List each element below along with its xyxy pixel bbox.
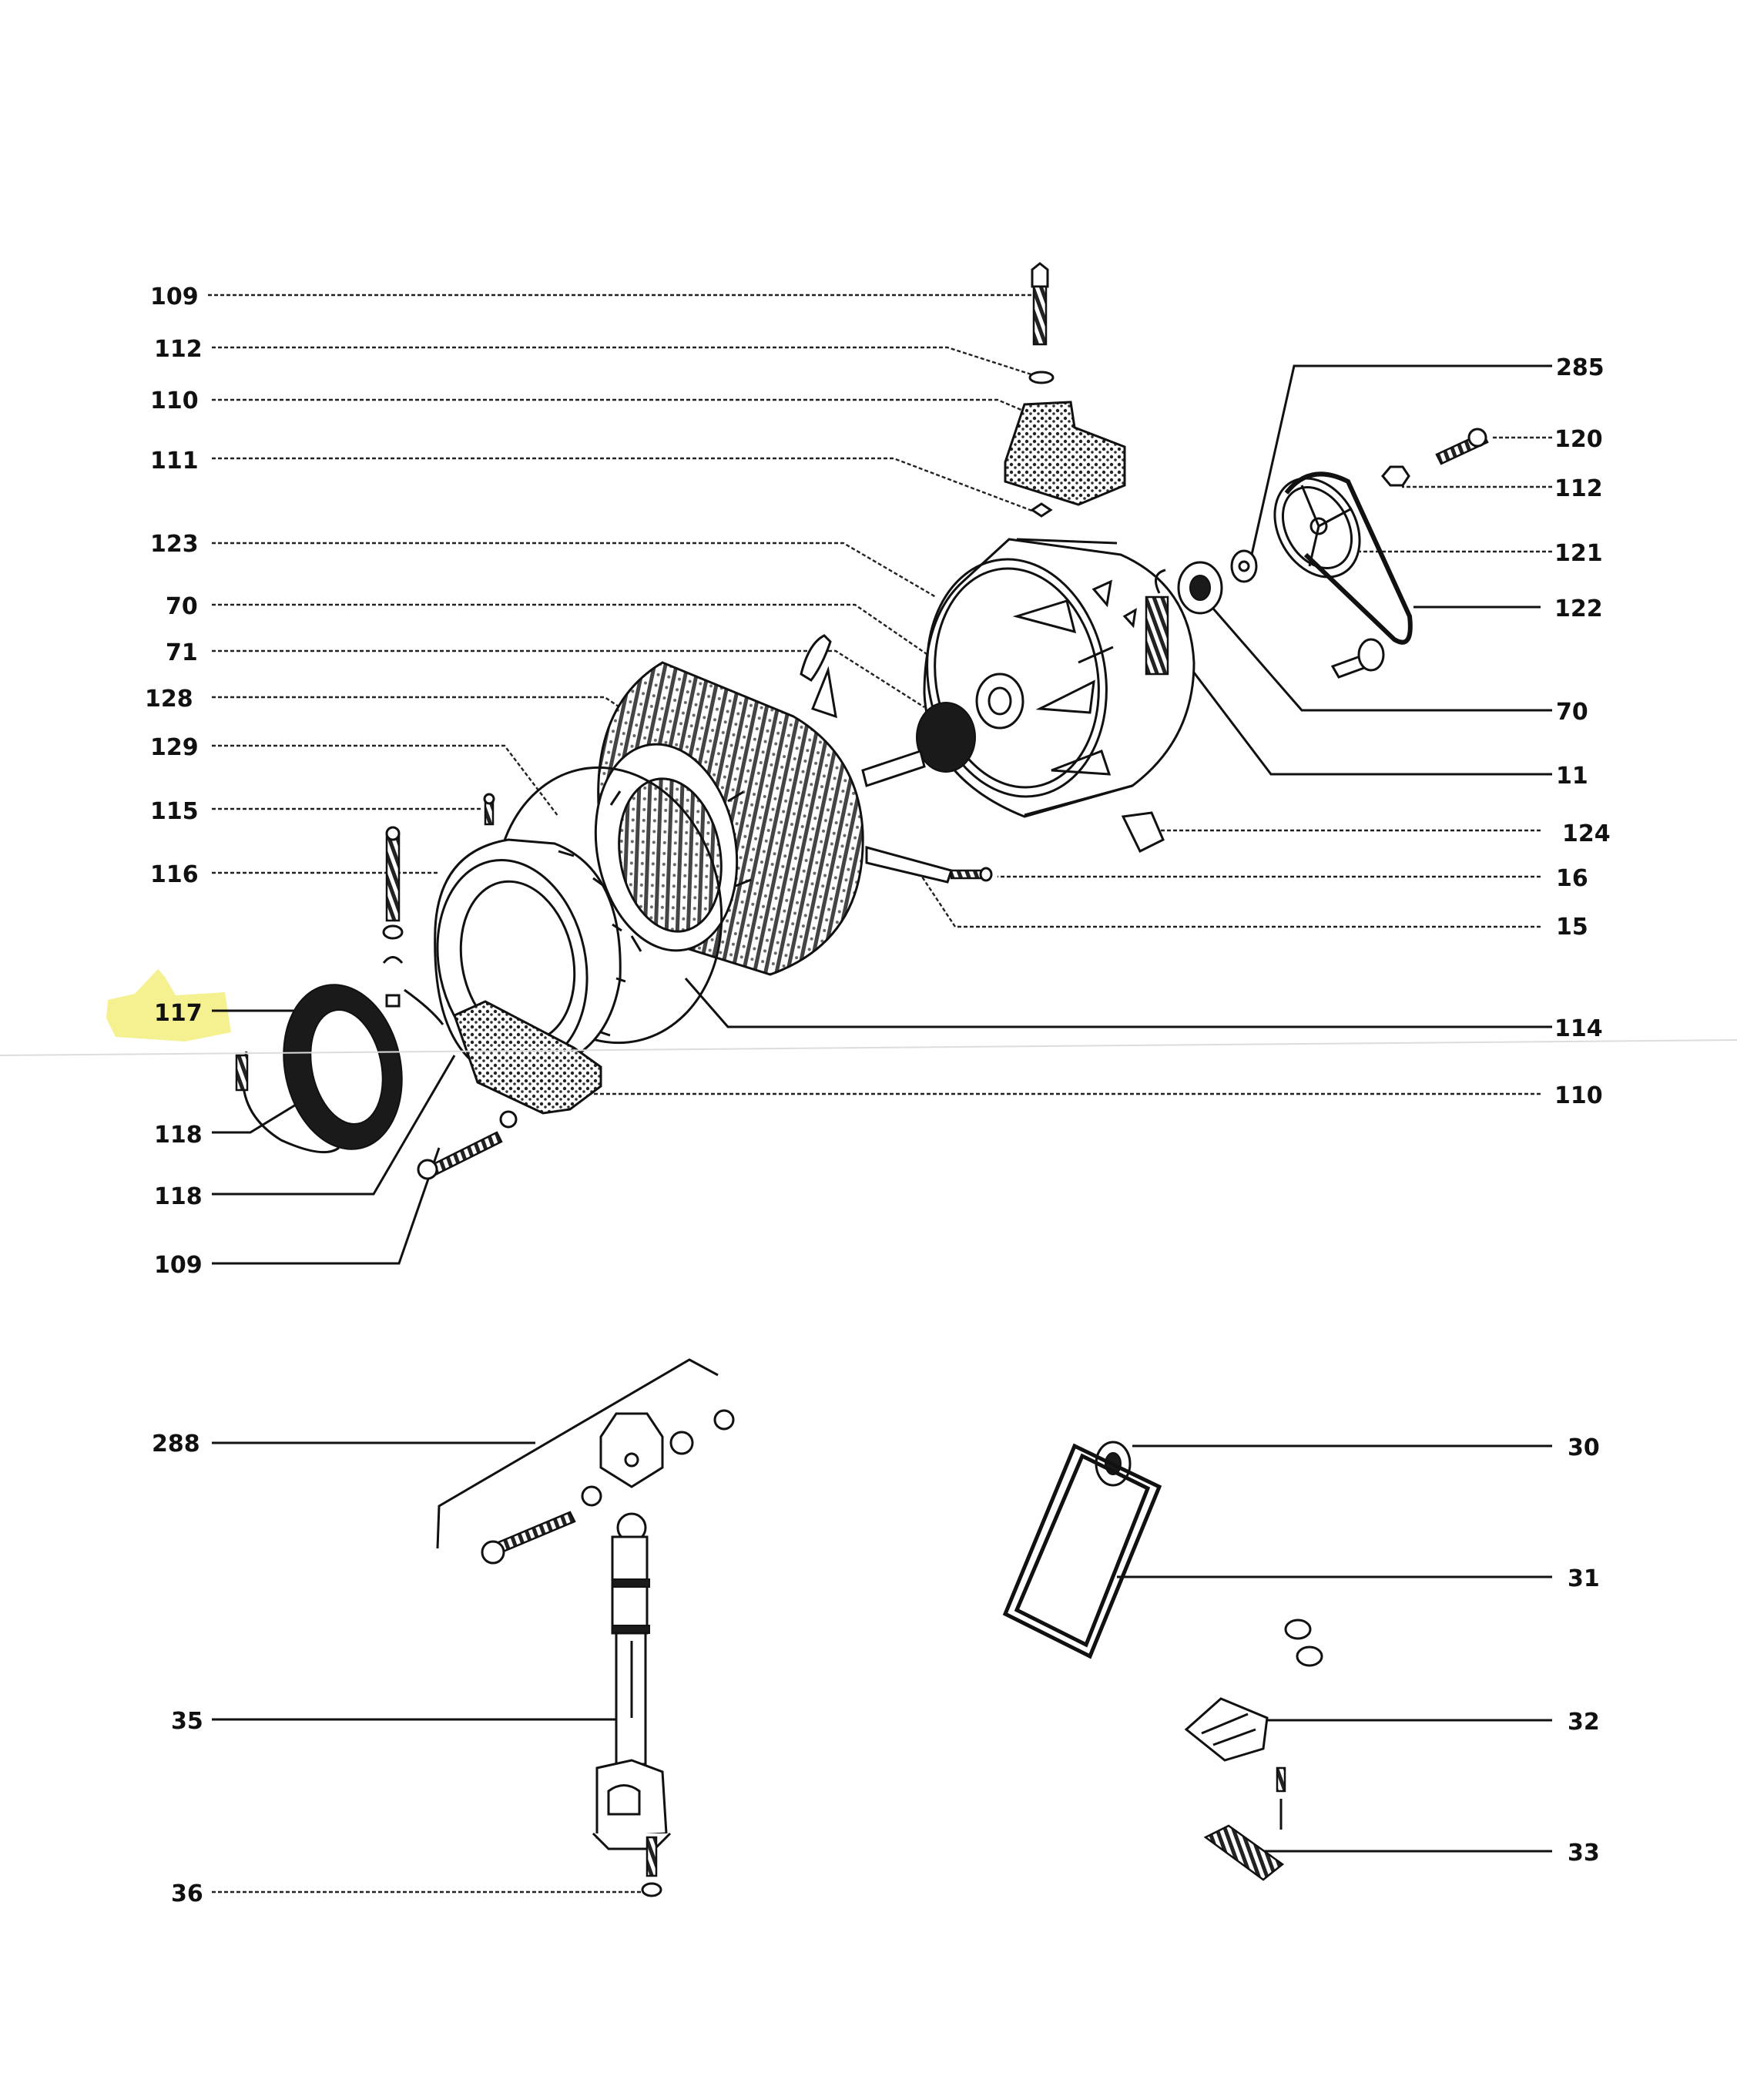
callout-32: 32	[1568, 1709, 1600, 1736]
screw-36	[641, 1836, 662, 1897]
wire-clamp-118	[404, 988, 444, 1025]
bolt-116	[382, 826, 404, 1008]
drum-128	[594, 661, 864, 976]
highlighter-mark	[106, 969, 231, 1042]
callout-71: 71	[166, 639, 198, 666]
callout-109-top: 109	[150, 283, 199, 310]
callout-118-b: 118	[154, 1183, 203, 1210]
belt-122	[1284, 471, 1413, 645]
screw-16	[950, 867, 993, 882]
callout-33: 33	[1568, 1840, 1600, 1867]
bolt-109-top	[1031, 262, 1049, 346]
pulley-121	[1273, 477, 1361, 579]
callout-111: 111	[150, 448, 199, 475]
callout-122: 122	[1554, 595, 1603, 622]
bracket-124	[1121, 811, 1165, 854]
callout-15: 15	[1556, 914, 1588, 941]
spring-11	[1145, 569, 1169, 676]
spring-33	[1203, 1824, 1285, 1881]
callout-110-top: 110	[150, 387, 199, 414]
washer-112-top	[1028, 371, 1055, 384]
callout-118-a: 118	[154, 1122, 203, 1149]
callout-115: 115	[150, 798, 199, 825]
callout-labels: 109 112 110 111 123 70 71 128 129 115 11…	[145, 283, 1611, 1907]
nuts-pair	[1284, 1619, 1323, 1667]
counterweight-110-top	[1004, 401, 1126, 506]
callout-116: 116	[150, 861, 199, 888]
callout-11: 11	[1556, 763, 1588, 790]
bearing-70-right	[1177, 561, 1223, 615]
callout-124: 124	[1562, 820, 1611, 847]
bolt-288	[481, 1511, 576, 1565]
counterweight-110-bottom	[453, 1000, 602, 1115]
bracket-32	[1184, 1697, 1286, 1830]
callout-16: 16	[1556, 865, 1588, 892]
scan-crease	[0, 1039, 1737, 1056]
bolt-120	[1435, 428, 1489, 465]
nut-112-right	[1381, 465, 1410, 487]
callout-117: 117	[154, 1000, 203, 1027]
seal-71	[916, 702, 976, 773]
weight-frame-31	[1002, 1443, 1162, 1659]
bolt-109-bottom	[417, 1110, 518, 1180]
callout-114: 114	[1554, 1015, 1603, 1042]
drum-spider	[800, 634, 953, 884]
shock-bracket-288	[581, 1409, 735, 1507]
callout-110-bottom: 110	[1554, 1082, 1603, 1109]
callout-35: 35	[171, 1708, 203, 1735]
callout-112-top: 112	[154, 336, 203, 363]
callout-288: 288	[152, 1431, 200, 1458]
callout-112-right: 112	[1554, 475, 1603, 502]
callout-128: 128	[145, 686, 193, 713]
door-seal-117	[283, 984, 403, 1150]
shock-absorber-35	[592, 1512, 672, 1850]
leader-lines-right	[212, 364, 1552, 1894]
flange-285	[1230, 549, 1258, 583]
callout-285: 285	[1556, 354, 1605, 381]
callout-109-bottom: 109	[154, 1252, 203, 1279]
washer-111	[1030, 502, 1053, 518]
callout-70-right: 70	[1556, 699, 1588, 726]
callout-36: 36	[171, 1880, 203, 1907]
callout-120: 120	[1554, 426, 1603, 453]
callout-30: 30	[1568, 1434, 1600, 1461]
callout-121: 121	[1554, 540, 1603, 567]
callout-31: 31	[1568, 1565, 1600, 1592]
screw-115	[483, 793, 495, 826]
clamp-118	[235, 1051, 340, 1154]
callout-123: 123	[150, 531, 199, 558]
rear-tub-123	[923, 538, 1195, 818]
bearing-70-left	[975, 673, 1024, 730]
callout-70-left: 70	[166, 593, 198, 620]
callout-129: 129	[150, 734, 199, 761]
motor-shaft	[1330, 638, 1385, 679]
